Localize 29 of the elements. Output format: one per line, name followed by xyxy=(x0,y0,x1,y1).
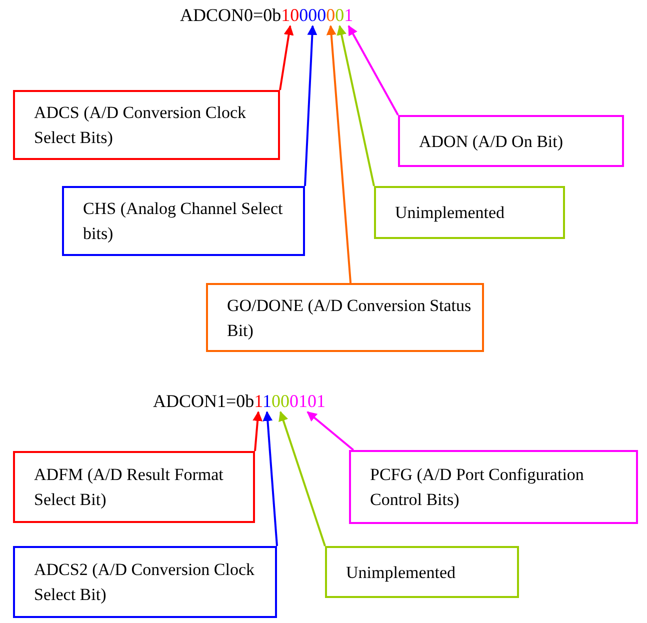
label-box xyxy=(206,283,484,352)
label-box xyxy=(13,546,277,618)
leader-arrow xyxy=(278,411,326,546)
description-text: ADON (A/D On Bit) xyxy=(419,130,564,152)
description-text: PCFG (A/D Port Configuration Control Bits) xyxy=(370,464,585,511)
description-text: ADCS2 (A/D Conversion Clock Select Bit) xyxy=(34,559,256,606)
description-text: ADFM (A/D Result Format Select Bit) xyxy=(34,464,224,511)
register-value: ADCON1=0b11000101 xyxy=(153,391,326,412)
description-text: Unimplemented xyxy=(395,202,505,224)
label-box xyxy=(13,451,255,523)
leader-arrow xyxy=(252,411,263,452)
register-value: ADCON0=0b10000001 xyxy=(180,5,354,26)
description-text: ADCS (A/D Conversion Clock Select Bits) xyxy=(34,102,248,149)
leader-arrow xyxy=(348,25,399,116)
label-box xyxy=(62,186,305,256)
leader-arrow xyxy=(336,25,375,186)
leader-arrow xyxy=(306,411,354,451)
label-box xyxy=(398,115,624,167)
label-box xyxy=(349,450,638,524)
description-text: GO/DONE (A/D Conversion Status Bit) xyxy=(227,294,472,342)
leader-arrow xyxy=(262,411,278,546)
leader-arrow xyxy=(304,25,318,186)
label-box xyxy=(325,546,519,598)
leader-arrow xyxy=(279,25,294,90)
label-box xyxy=(13,90,280,160)
leader-arrow xyxy=(326,25,352,284)
description-text: CHS (Analog Channel Select bits) xyxy=(83,198,284,245)
label-box xyxy=(374,186,565,239)
description-text: Unimplemented xyxy=(346,562,456,584)
